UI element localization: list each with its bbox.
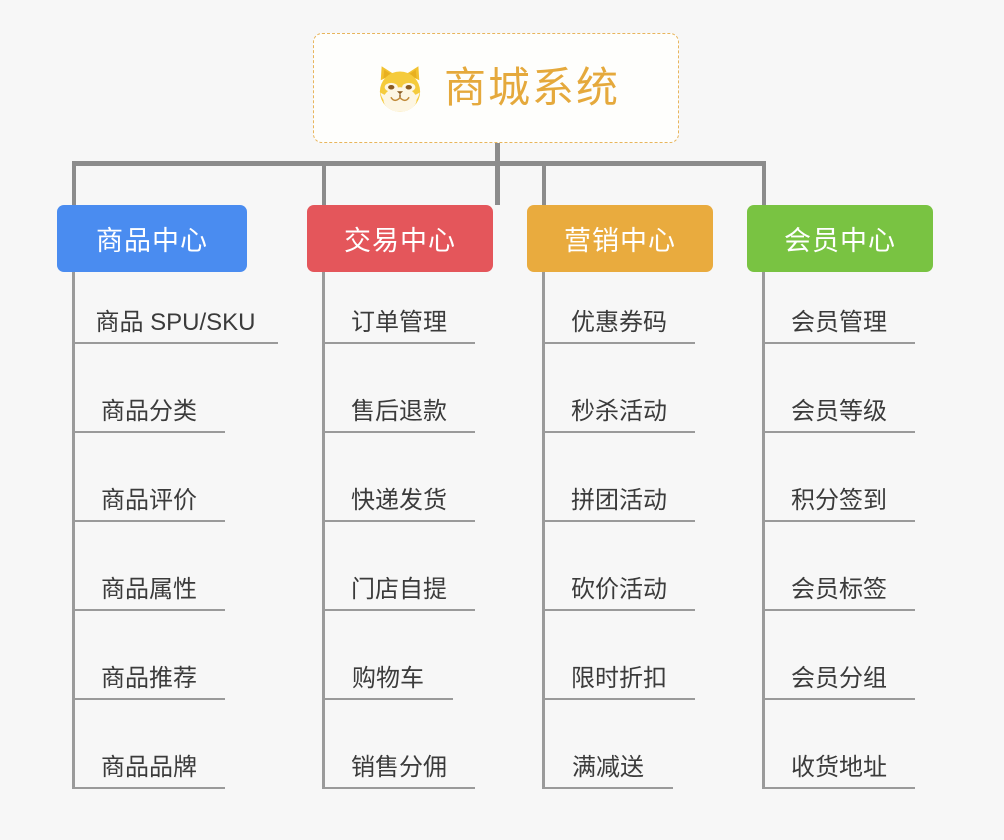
leaf-item[interactable]: 满减送: [543, 745, 673, 789]
root-node[interactable]: 商城系统: [313, 33, 679, 143]
leaf-item-label: 秒杀活动: [571, 398, 667, 426]
leaf-item[interactable]: 收货地址: [763, 745, 915, 789]
category-column-2: 交易中心: [307, 205, 493, 272]
root-title: 商城系统: [443, 64, 620, 111]
leaf-item-label: 销售分佣: [351, 754, 447, 782]
leaf-item-label: 商品属性: [101, 576, 197, 604]
leaf-item[interactable]: 快递发货: [323, 478, 475, 522]
leaf-item-label: 购物车: [352, 665, 424, 693]
shiba-dog-face-icon: [372, 61, 428, 117]
leaf-item[interactable]: 商品 SPU/SKU: [73, 300, 278, 344]
leaf-item[interactable]: 拼团活动: [543, 478, 695, 522]
leaf-item-label: 收货地址: [791, 754, 887, 782]
leaf-item-label: 会员分组: [791, 665, 887, 693]
leaf-item-label: 积分签到: [791, 487, 887, 515]
leaf-item[interactable]: 限时折扣: [543, 656, 695, 700]
leaf-item-label: 商品 SPU/SKU: [95, 309, 256, 337]
drop-line-2: [322, 161, 326, 207]
leaf-item[interactable]: 商品推荐: [73, 656, 225, 700]
leaf-item-label: 门店自提: [351, 576, 447, 604]
leaf-item-label: 满减送: [572, 754, 644, 782]
category-header-4[interactable]: 会员中心: [747, 205, 933, 272]
leaf-item-label: 快递发货: [351, 487, 447, 515]
leaf-item[interactable]: 商品属性: [73, 567, 225, 611]
leaf-item[interactable]: 积分签到: [763, 478, 915, 522]
leaf-item[interactable]: 购物车: [323, 656, 453, 700]
horizontal-bus-line: [73, 161, 765, 166]
category-column-4: 会员中心: [747, 205, 933, 272]
leaf-item-label: 限时折扣: [571, 665, 667, 693]
trunk-line-4: [762, 272, 765, 789]
category-column-1: 商品中心: [57, 205, 247, 272]
root-stem-line: [495, 143, 500, 205]
leaf-item-label: 拼团活动: [571, 487, 667, 515]
leaf-item[interactable]: 销售分佣: [323, 745, 475, 789]
leaf-item[interactable]: 会员等级: [763, 389, 915, 433]
trunk-line-2: [322, 272, 325, 789]
leaf-item[interactable]: 砍价活动: [543, 567, 695, 611]
leaf-item[interactable]: 门店自提: [323, 567, 475, 611]
category-header-1[interactable]: 商品中心: [57, 205, 247, 272]
leaf-item-label: 会员管理: [791, 309, 887, 337]
leaf-item-label: 会员标签: [791, 576, 887, 604]
drop-line-1: [72, 161, 76, 207]
category-column-3: 营销中心: [527, 205, 713, 272]
leaf-item[interactable]: 会员标签: [763, 567, 915, 611]
leaf-item[interactable]: 商品分类: [73, 389, 225, 433]
leaf-item[interactable]: 商品品牌: [73, 745, 225, 789]
leaf-item-label: 商品评价: [101, 487, 197, 515]
leaf-item-label: 商品品牌: [101, 754, 197, 782]
leaf-item-label: 会员等级: [791, 398, 887, 426]
trunk-line-3: [542, 272, 545, 789]
leaf-item-label: 砍价活动: [571, 576, 667, 604]
leaf-item[interactable]: 商品评价: [73, 478, 225, 522]
leaf-item-label: 订单管理: [351, 309, 447, 337]
leaf-item[interactable]: 订单管理: [323, 300, 475, 344]
leaf-item-label: 商品分类: [101, 398, 197, 426]
leaf-item-label: 商品推荐: [101, 665, 197, 693]
leaf-item[interactable]: 会员管理: [763, 300, 915, 344]
trunk-line-1: [72, 272, 75, 789]
leaf-item[interactable]: 会员分组: [763, 656, 915, 700]
category-header-3[interactable]: 营销中心: [527, 205, 713, 272]
leaf-item[interactable]: 售后退款: [323, 389, 475, 433]
leaf-item[interactable]: 秒杀活动: [543, 389, 695, 433]
category-header-2[interactable]: 交易中心: [307, 205, 493, 272]
leaf-item-label: 优惠券码: [571, 309, 667, 337]
leaf-item-label: 售后退款: [351, 398, 447, 426]
drop-line-3: [542, 161, 546, 207]
drop-line-4: [762, 161, 766, 207]
leaf-item[interactable]: 优惠券码: [543, 300, 695, 344]
